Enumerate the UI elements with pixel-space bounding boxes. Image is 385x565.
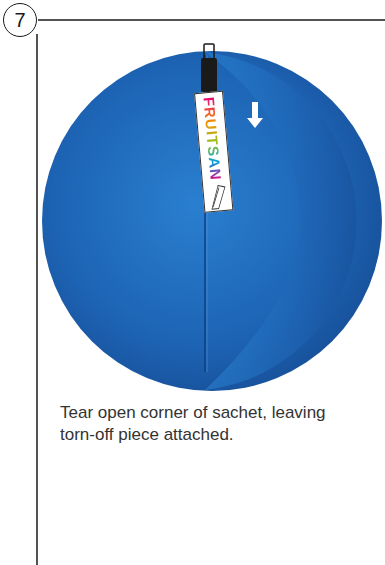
torn-flap xyxy=(203,181,232,211)
torn-flap xyxy=(210,185,227,209)
clip xyxy=(204,44,214,60)
brand-text: FRUITSAN xyxy=(201,96,223,181)
tear-line xyxy=(211,187,220,207)
step-number-text: 7 xyxy=(14,9,25,32)
ball-half xyxy=(205,52,357,390)
clip xyxy=(201,58,217,92)
frame-line xyxy=(36,34,38,565)
frame-line xyxy=(38,19,385,21)
step-number: 7 xyxy=(3,3,37,37)
down-arrow xyxy=(247,102,263,128)
instruction-caption: Tear open corner of sachet, leaving torn… xyxy=(60,402,330,446)
ball xyxy=(42,51,382,391)
